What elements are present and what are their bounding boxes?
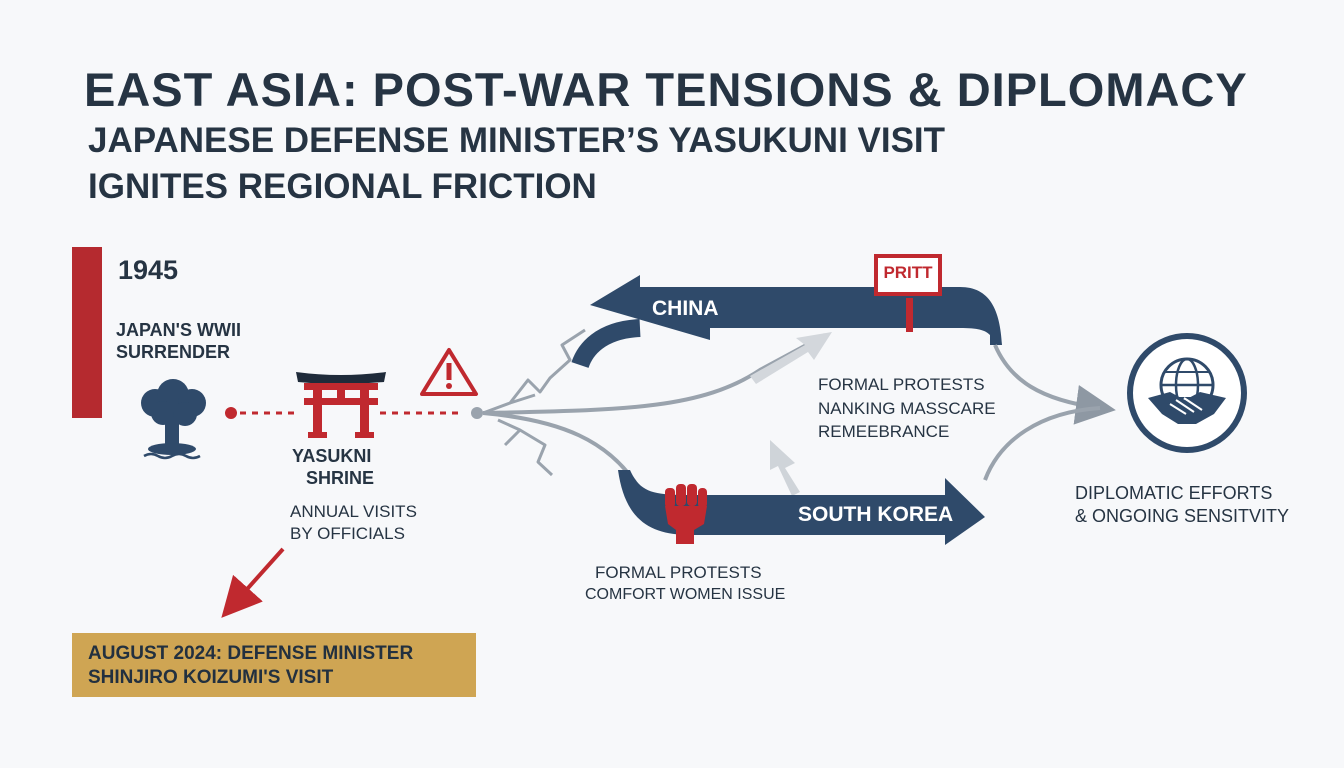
- shrine-label: YASUKNI SHRINE: [292, 445, 374, 489]
- korea-protest-line-1: FORMAL PROTESTS: [595, 563, 762, 582]
- china-protest-label: FORMAL PROTESTS NANKING MASSCARE REMEEBR…: [818, 373, 996, 444]
- surrender-line-2: SURRENDER: [116, 342, 231, 362]
- shrine-line-2: SHRINE: [306, 468, 375, 488]
- convergence-line-upper: [993, 344, 1116, 425]
- annual-visits-label: ANNUAL VISITS BY OFFICIALS: [290, 501, 417, 545]
- surrender-label: JAPAN'S WWII SURRENDER: [116, 319, 241, 363]
- handshake-globe-icon: [1127, 333, 1247, 453]
- diagonal-arrow: [770, 440, 800, 496]
- timeline-start-dot: [225, 407, 237, 419]
- south-korea-arrow-band: [618, 470, 985, 545]
- protest-sign-icon: [874, 254, 942, 332]
- outcome-label: DIPLOMATIC EFFORTS & ONGOING SENSITVITY: [1075, 482, 1289, 528]
- page-title: EAST ASIA: POST-WAR TENSIONS & DIPLOMACY: [84, 63, 1248, 116]
- defense-minister-visit-banner: AUGUST 2024: DEFENSE MINISTER SHINJIRO K…: [72, 633, 476, 697]
- junction-node: [471, 407, 483, 419]
- visits-line-1: ANNUAL VISITS: [290, 502, 417, 521]
- shrine-line-1: YASUKNI: [292, 446, 372, 466]
- upward-trend-arrow: [750, 332, 832, 384]
- china-protest-line-3: REMEEBRANCE: [818, 422, 950, 441]
- banner-pointer-arrow: [221, 547, 285, 618]
- raised-fist-icon: [665, 484, 707, 544]
- visits-line-2: BY OFFICIALS: [290, 524, 405, 543]
- convergence-line-lower: [983, 406, 1101, 481]
- china-protest-line-1: FORMAL PROTESTS: [818, 375, 985, 394]
- china-protest-line-2: NANKING MASSCARE: [818, 398, 996, 418]
- crack-lines: [482, 328, 586, 477]
- surrender-line-1: JAPAN'S WWII: [116, 320, 241, 340]
- timeline-year: 1945: [118, 255, 179, 285]
- china-arrow-inner-curve: [571, 319, 641, 369]
- protest-sign-text: PRITT: [883, 263, 933, 282]
- warning-icon: [420, 348, 478, 396]
- branch-line-upper: [482, 333, 826, 415]
- subtitle-line-1: JAPANESE DEFENSE MINISTER’S YASUKUNI VIS…: [88, 121, 946, 160]
- timeline-red-bar: [72, 247, 102, 418]
- banner-line-1: AUGUST 2024: DEFENSE MINISTER: [88, 643, 414, 664]
- outcome-line-1: DIPLOMATIC EFFORTS: [1075, 483, 1273, 503]
- subtitle-line-2: IGNITES REGIONAL FRICTION: [88, 167, 597, 206]
- banner-line-2: SHINJIRO KOIZUMI'S VISIT: [88, 667, 334, 688]
- south-korea-label: SOUTH KOREA: [798, 503, 954, 526]
- outcome-line-2: & ONGOING SENSITVITY: [1075, 506, 1290, 526]
- page-subtitle: JAPANESE DEFENSE MINISTER’S YASUKUNI VIS…: [88, 118, 945, 210]
- korea-protest-label: FORMAL PROTESTS COMFORT WOMEN ISSUE: [585, 562, 785, 606]
- korea-protest-line-2: COMFORT WOMEN ISSUE: [585, 586, 786, 603]
- torii-gate-icon: [296, 372, 386, 438]
- china-label: CHINA: [652, 297, 719, 320]
- mushroom-cloud-icon: [141, 379, 206, 460]
